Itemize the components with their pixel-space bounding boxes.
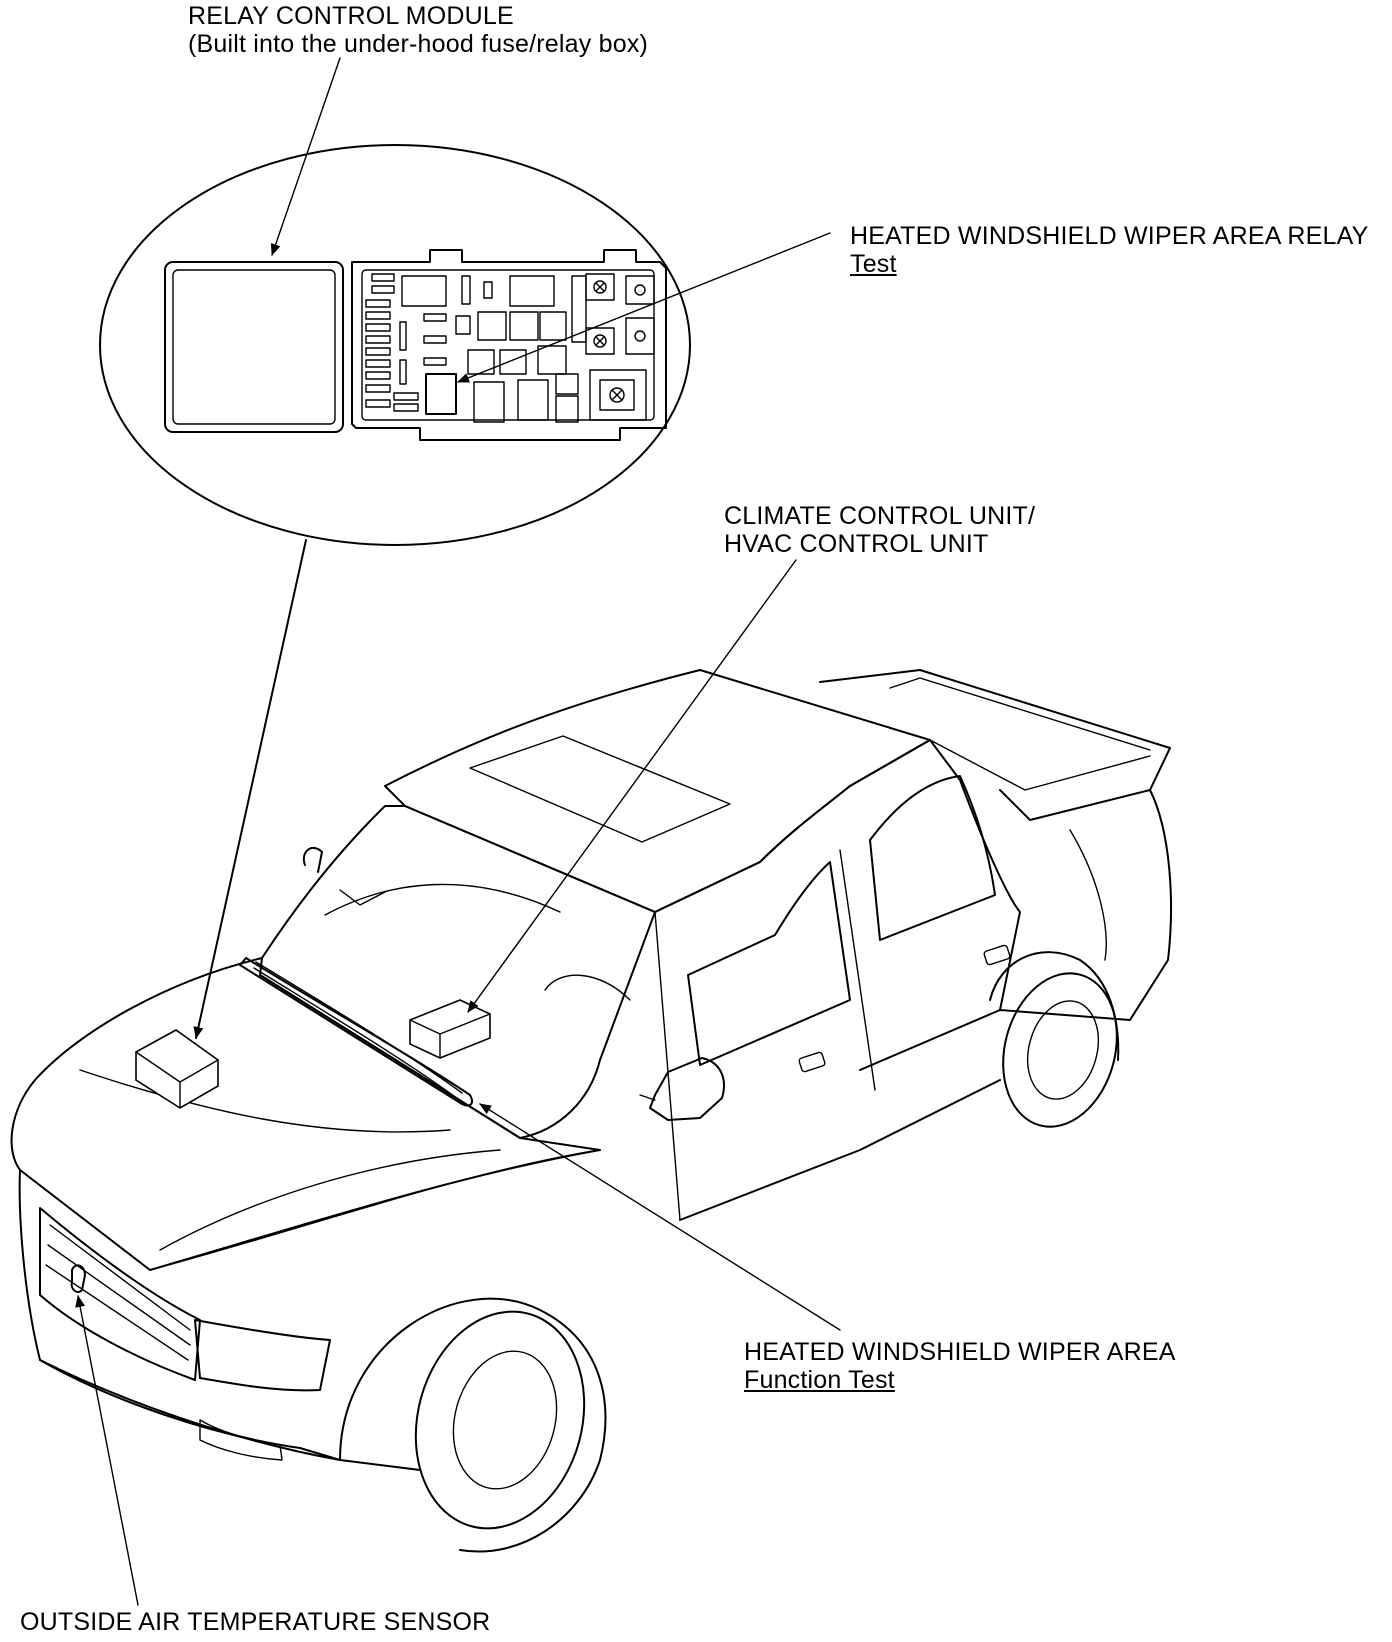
wiper-area-function-test-link[interactable]: Function Test xyxy=(744,1366,895,1394)
truck-icon xyxy=(10,669,1172,1553)
wiper-relay-test-link[interactable]: Test xyxy=(850,250,897,278)
wiper-area-title: HEATED WINDSHIELD WIPER AREA xyxy=(744,1338,1176,1366)
relay-control-module-title: RELAY CONTROL MODULE xyxy=(188,2,514,30)
climate-control-label: CLIMATE CONTROL UNIT/ HVAC CONTROL UNIT xyxy=(724,502,1035,558)
leader-lines xyxy=(75,57,841,1606)
wiper-area-label: HEATED WINDSHIELD WIPER AREA Function Te… xyxy=(744,1338,1176,1394)
climate-control-line1: CLIMATE CONTROL UNIT/ xyxy=(724,502,1036,530)
relay-control-module-label: RELAY CONTROL MODULE (Built into the und… xyxy=(188,2,648,58)
wiper-relay-title: HEATED WINDSHIELD WIPER AREA RELAY xyxy=(850,222,1369,250)
climate-control-line2: HVAC CONTROL UNIT xyxy=(724,530,989,558)
outside-air-sensor-label: OUTSIDE AIR TEMPERATURE SENSOR xyxy=(20,1608,491,1636)
relay-box-icon xyxy=(99,144,691,546)
wiper-relay-label: HEATED WINDSHIELD WIPER AREA RELAY Test xyxy=(850,222,1368,278)
relay-control-module-subtitle: (Built into the under-hood fuse/relay bo… xyxy=(188,30,649,58)
